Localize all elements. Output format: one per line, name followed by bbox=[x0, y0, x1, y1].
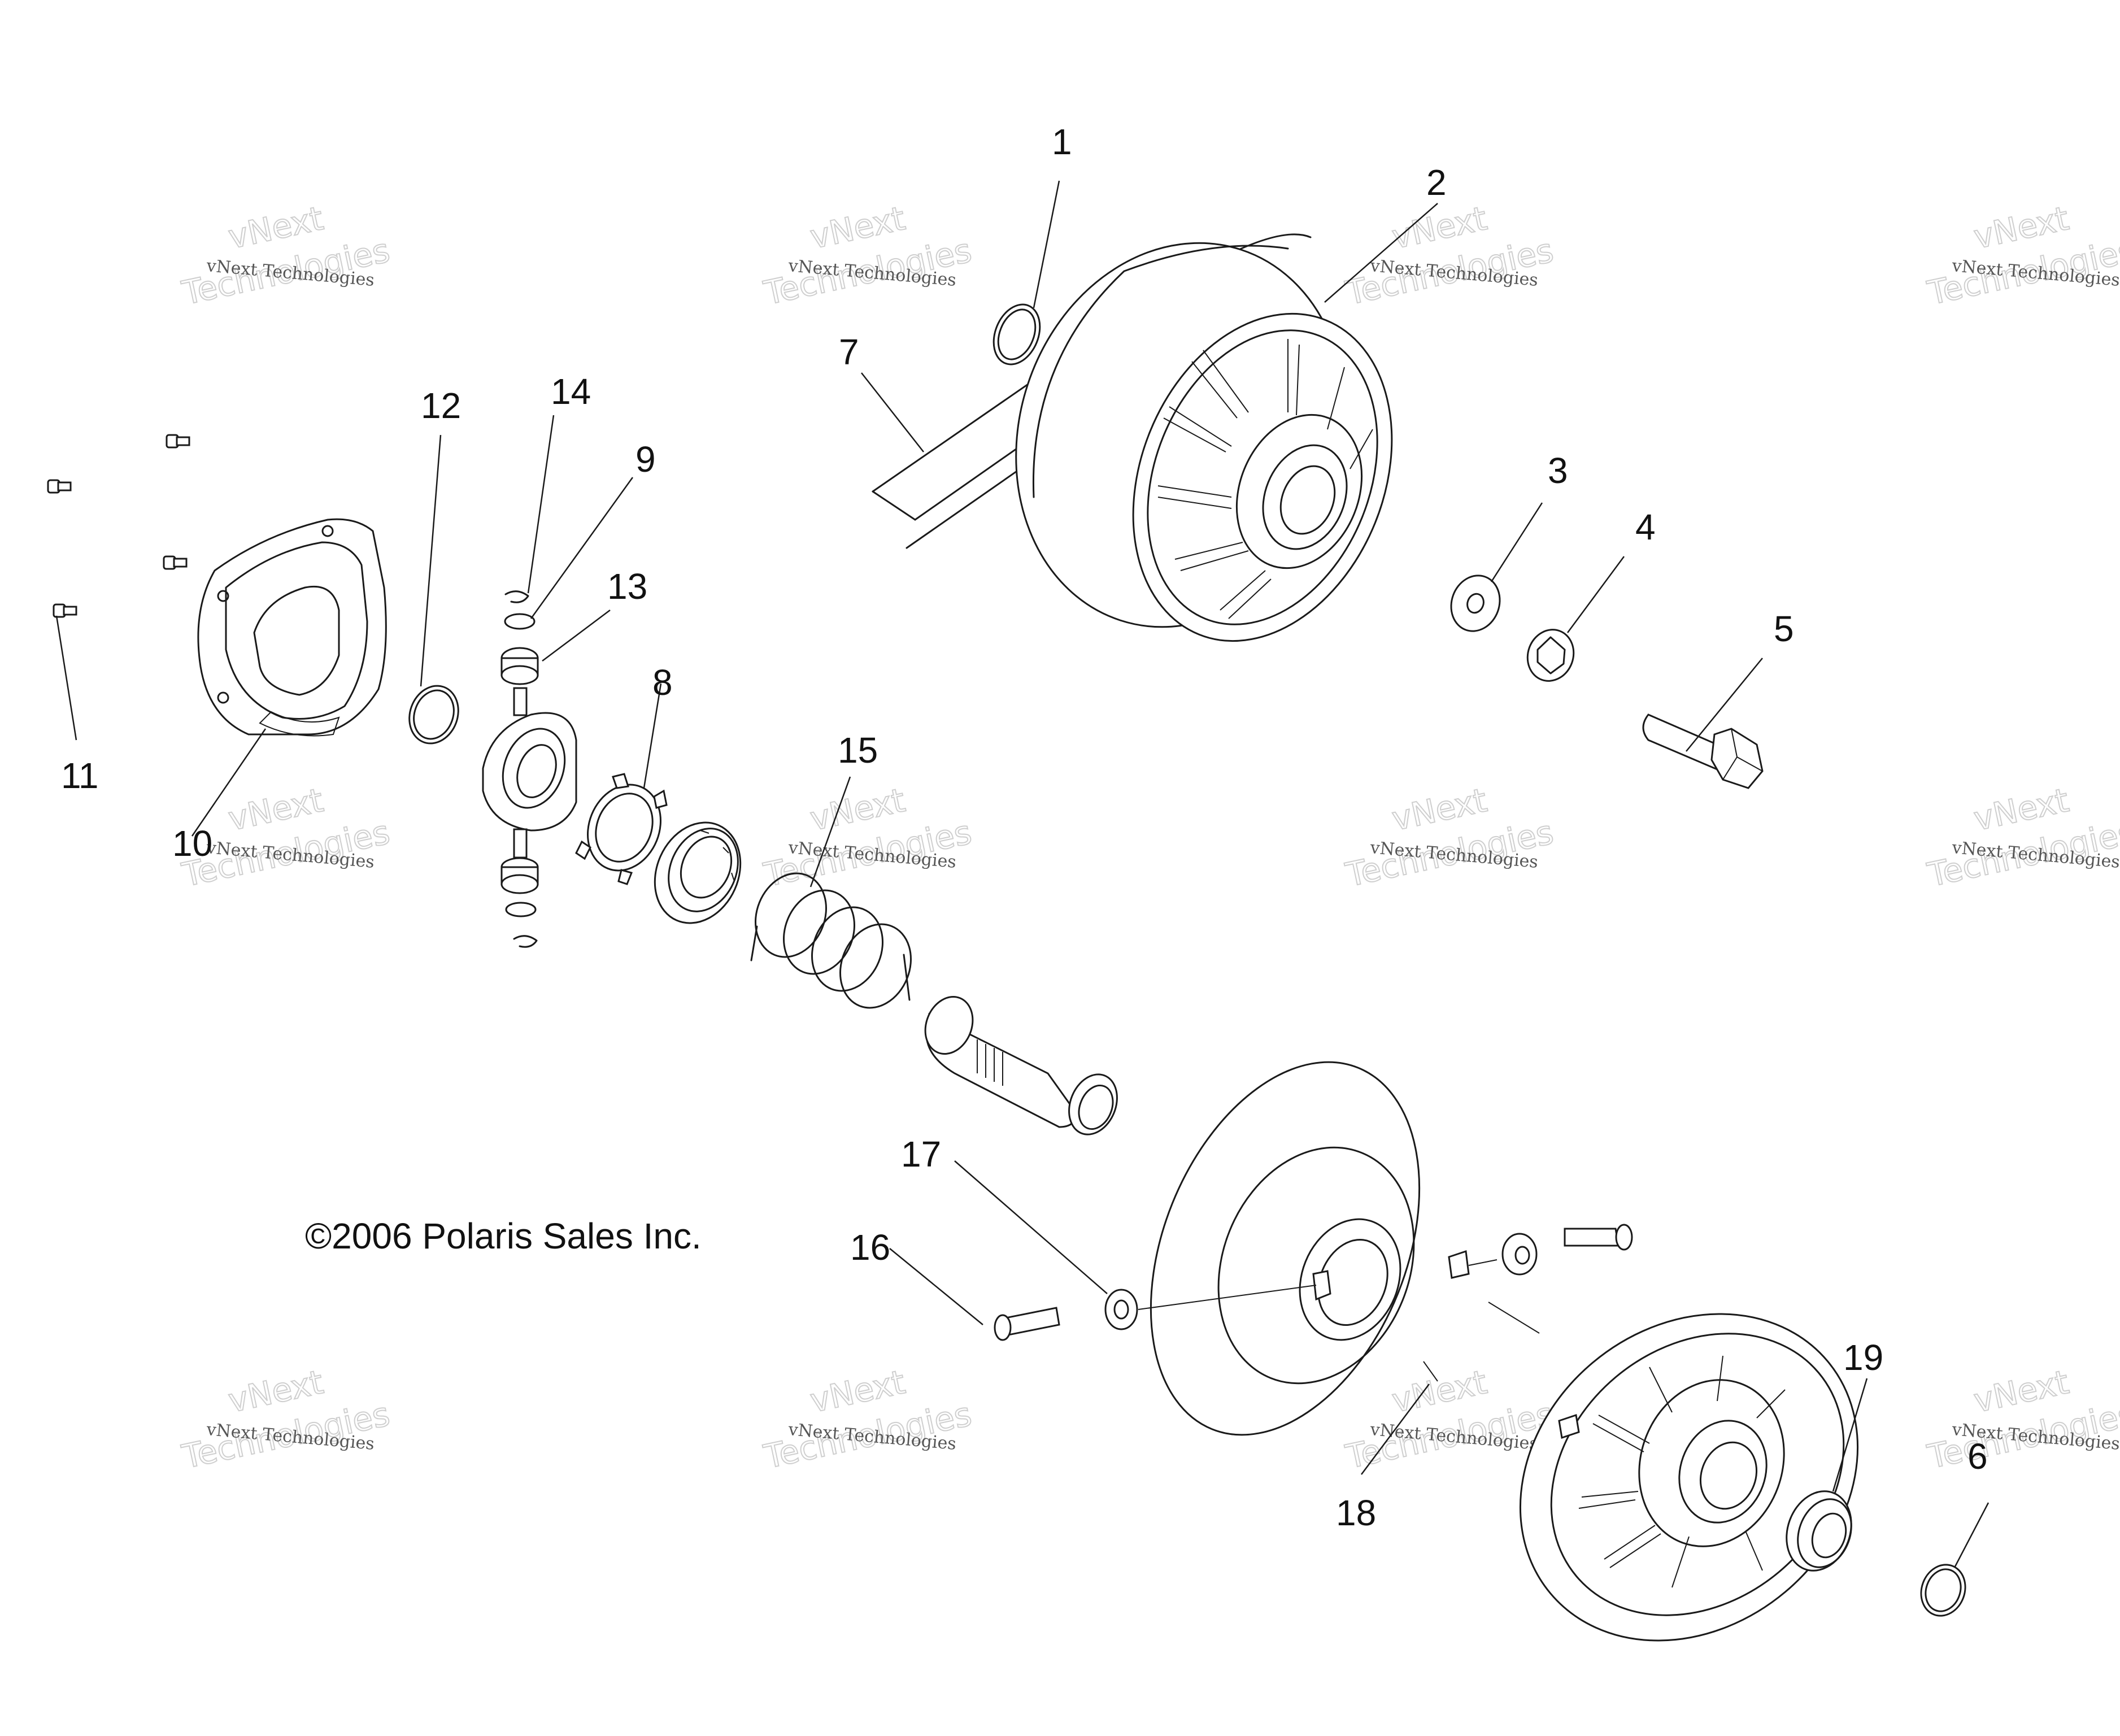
snap-ring-12 bbox=[408, 685, 459, 745]
roller-and-pin-right bbox=[1423, 1224, 1633, 1382]
clutch-sheave-lower-fixed bbox=[1519, 1313, 1859, 1642]
clutch-sheave-lower-movable bbox=[1150, 1061, 1470, 1436]
watermark: vNext Technologies bbox=[1342, 780, 1557, 895]
splined-shaft bbox=[924, 996, 1118, 1135]
clutch-sheave-upper bbox=[1015, 242, 1393, 642]
watermark: vNext Technologies bbox=[760, 198, 976, 313]
snap-ring-top bbox=[992, 303, 1041, 366]
bushing-ring bbox=[654, 821, 742, 924]
callout-15: 15 bbox=[838, 730, 878, 771]
star-washer bbox=[575, 773, 668, 885]
watermark: vNext Technologies bbox=[1923, 1362, 2120, 1477]
snap-ring-bottom bbox=[1920, 1564, 1966, 1617]
watermark: vNext Technologies bbox=[178, 198, 394, 313]
callout-3: 3 bbox=[1548, 450, 1568, 491]
helix-cover bbox=[197, 518, 387, 737]
callout-13: 13 bbox=[607, 566, 647, 607]
watermark: vNext Technologies bbox=[1923, 780, 2120, 895]
callout-19: 19 bbox=[1843, 1337, 1883, 1378]
leader-lines bbox=[55, 180, 1990, 1568]
callout-14: 14 bbox=[551, 371, 591, 412]
callout-numbers: 1 2 3 4 5 6 7 8 9 10 11 12 13 14 15 16 1… bbox=[61, 121, 1988, 1533]
callout-8: 8 bbox=[652, 662, 673, 703]
bolts-small bbox=[47, 434, 190, 618]
callout-9: 9 bbox=[635, 439, 656, 480]
copyright-notice: ©2006 Polaris Sales Inc. bbox=[305, 1216, 702, 1256]
callout-18: 18 bbox=[1336, 1493, 1376, 1533]
callout-2: 2 bbox=[1426, 162, 1447, 203]
pin-and-roller bbox=[994, 1285, 1317, 1341]
washer-3 bbox=[1450, 575, 1501, 632]
callout-10: 10 bbox=[172, 823, 212, 864]
watermark: vNext Technologies bbox=[178, 1362, 394, 1477]
callout-6: 6 bbox=[1967, 1436, 1988, 1477]
roller-assembly-upper bbox=[500, 590, 539, 685]
washer-4 bbox=[1526, 629, 1575, 682]
hex-bolt bbox=[1642, 713, 1764, 789]
callout-4: 4 bbox=[1635, 507, 1656, 547]
watermark: vNext Technologies bbox=[1342, 1362, 1557, 1477]
callout-5: 5 bbox=[1774, 608, 1794, 649]
callout-7: 7 bbox=[839, 332, 859, 372]
clutch-spring bbox=[750, 872, 912, 1009]
roller-assembly-lower bbox=[500, 857, 539, 948]
watermark: vNext Technologies bbox=[760, 1362, 976, 1477]
callout-12: 12 bbox=[421, 385, 461, 426]
callout-16: 16 bbox=[850, 1227, 890, 1268]
watermark: vNext Technologies bbox=[1342, 198, 1557, 313]
spider-helix bbox=[482, 687, 577, 859]
callout-17: 17 bbox=[901, 1134, 941, 1174]
callout-11: 11 bbox=[61, 755, 98, 796]
watermark: vNext Technologies bbox=[1923, 198, 2120, 313]
callout-1: 1 bbox=[1052, 121, 1072, 162]
bearing bbox=[1786, 1490, 1852, 1572]
